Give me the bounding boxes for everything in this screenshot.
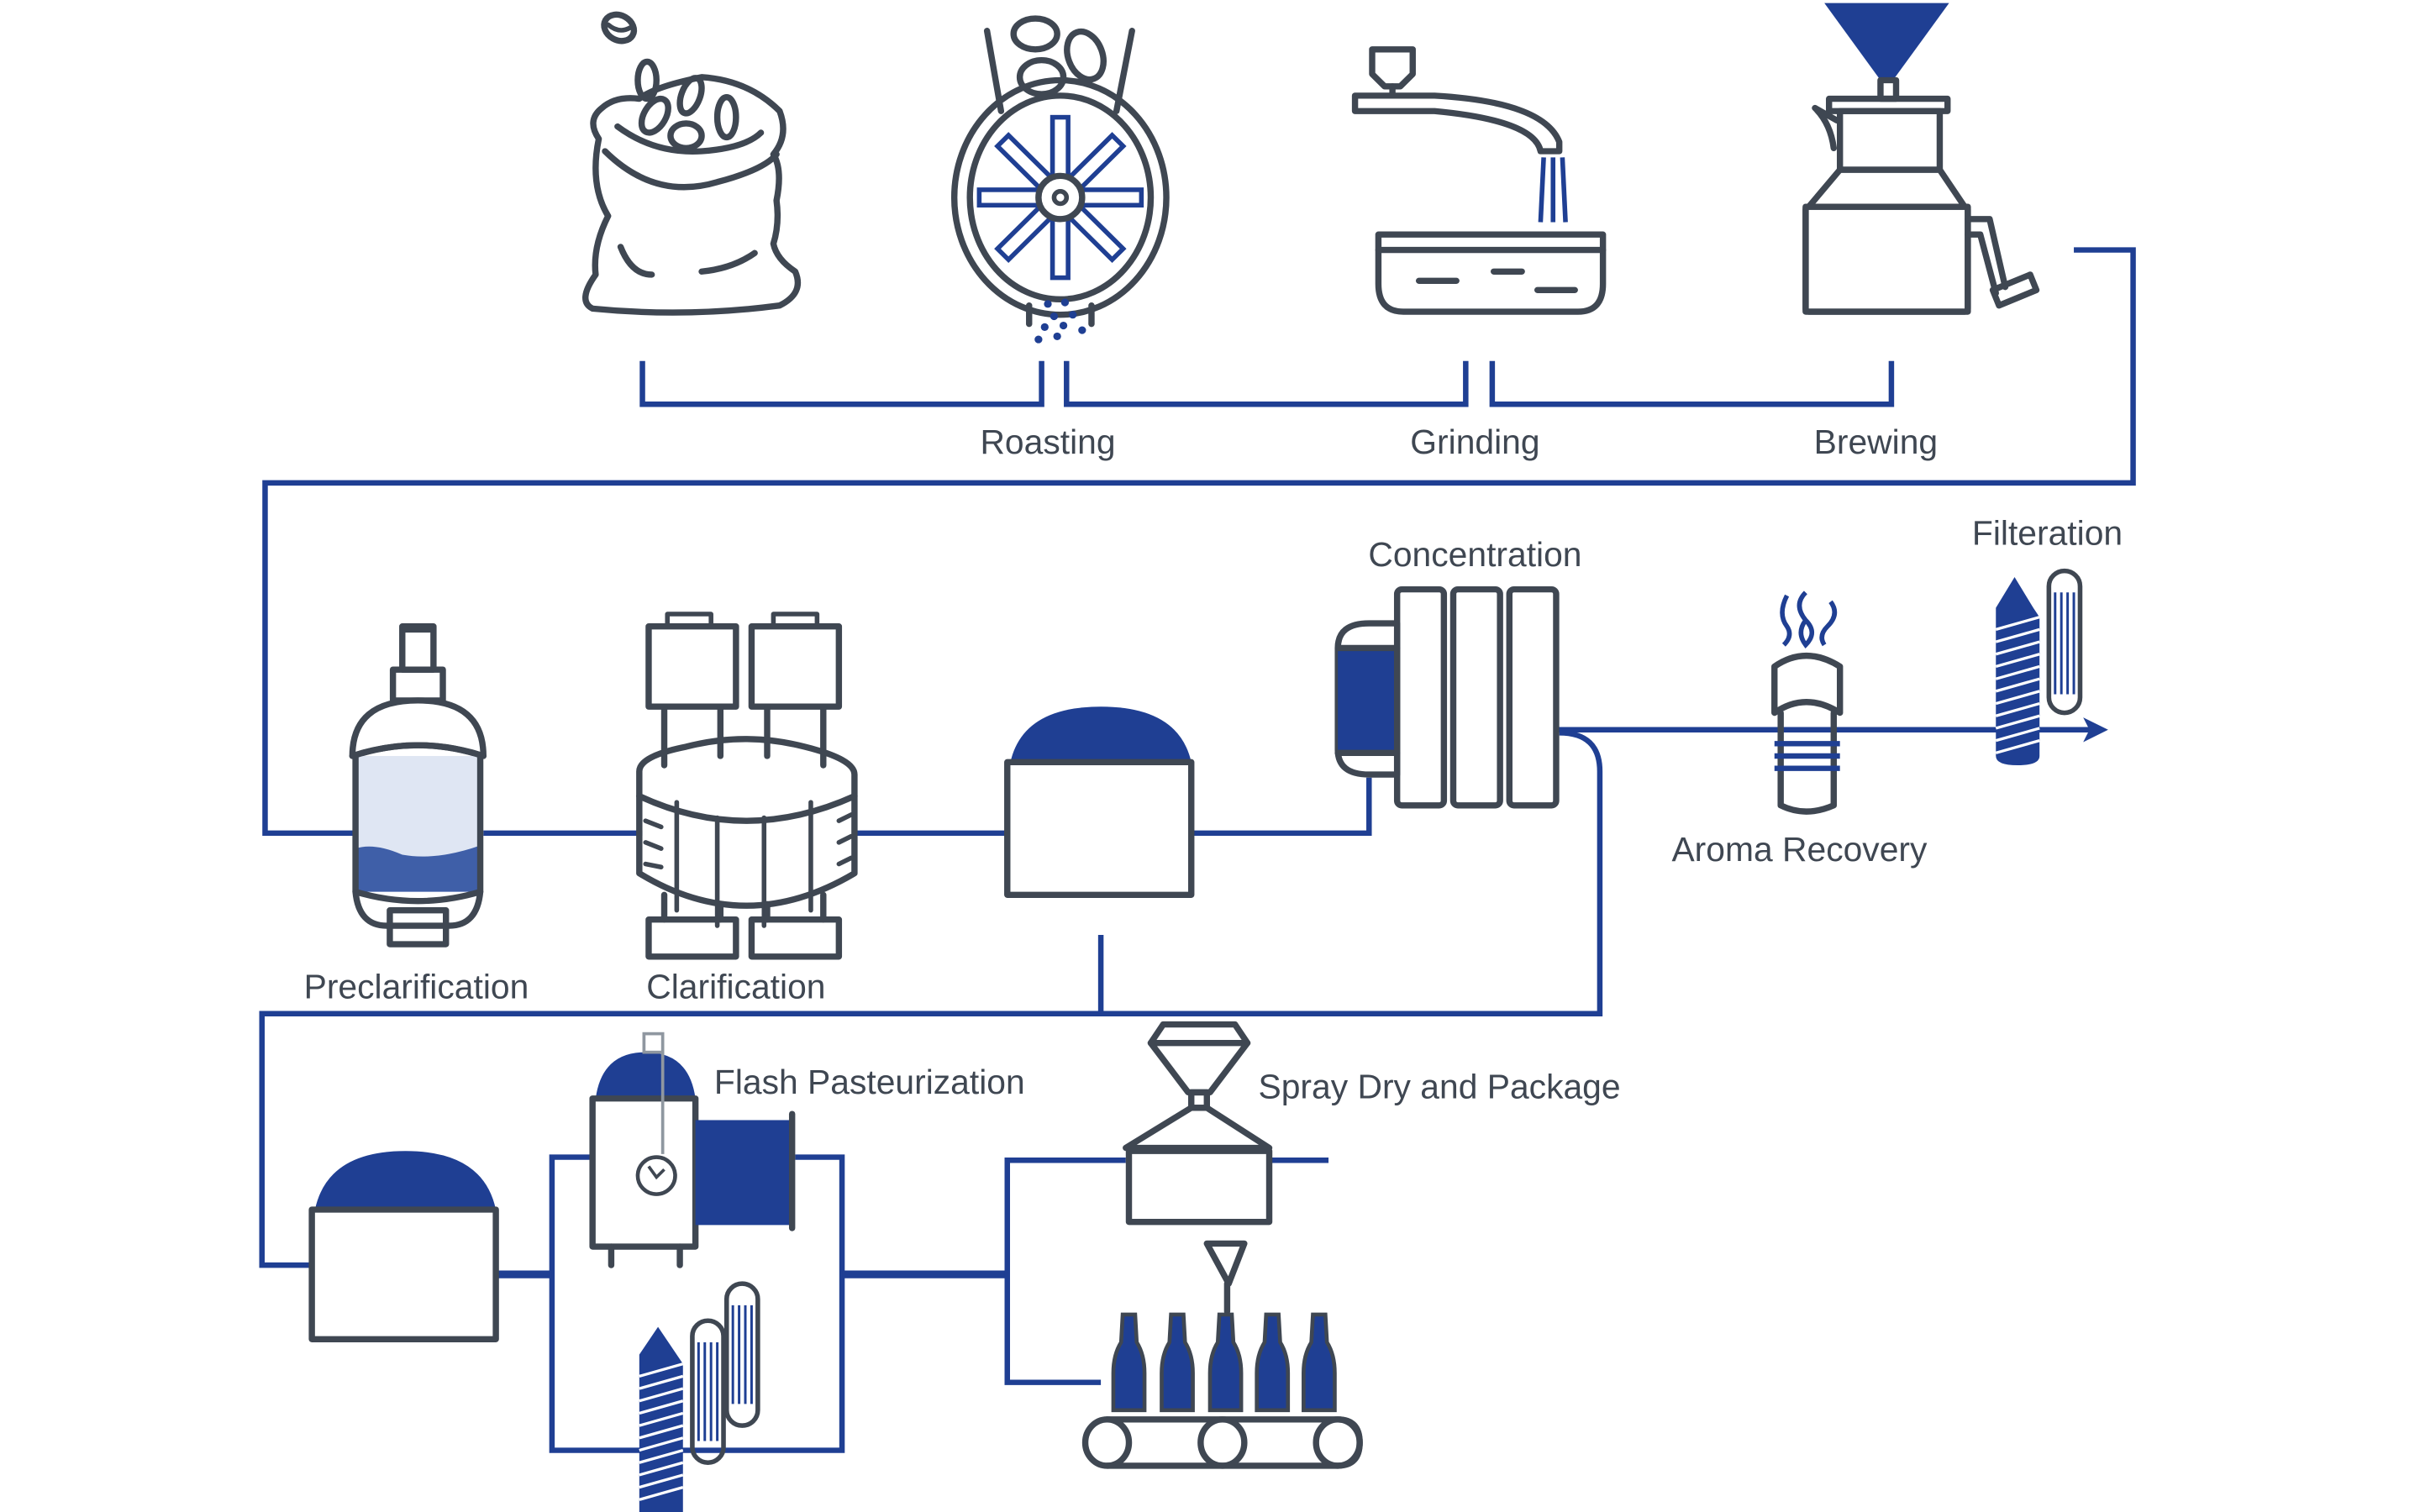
pipe-past-loop: [549, 1154, 845, 1453]
evaporator-icon: [1334, 585, 1560, 809]
pipe-spray-loop: [1004, 1158, 1126, 1385]
clarifier-centrifuge-icon: [636, 612, 858, 960]
roaster-drum-icon: [950, 15, 1170, 344]
label-filteration: Filteration: [1972, 514, 2123, 553]
bottling-conveyor-icon: [1081, 1240, 1363, 1469]
spray-dryer-icon: [1123, 1021, 1273, 1226]
pipe-brewer-to-preclarifier: [262, 247, 2136, 837]
brewer-icon: [1802, 3, 2040, 315]
label-aroma-recovery: Aroma Recovery: [1671, 830, 1928, 869]
pipe-roaster-to-grinder: [1064, 360, 1469, 407]
pipes: [259, 247, 2136, 1453]
label-roasting: Roasting: [980, 423, 1115, 461]
label-brewing: Brewing: [1814, 423, 1938, 461]
label-grinding: Grinding: [1410, 423, 1539, 461]
filter-icon: [1995, 568, 2083, 766]
preclarifier-tank-icon: [349, 623, 487, 948]
flow-arrow-icon: [2083, 717, 2108, 743]
holding-tank-icon: [1004, 706, 1195, 898]
label-flash-pasteurization: Flash Pasteurization: [714, 1063, 1025, 1101]
pipe-grinder-to-brewer: [1489, 360, 1895, 407]
label-spray-dry-package: Spray Dry and Package: [1259, 1068, 1621, 1106]
label-clarification: Clarification: [646, 968, 825, 1006]
filter-2-icon: [639, 1281, 760, 1512]
label-preclarification: Preclarification: [304, 968, 529, 1006]
aroma-column-icon: [1771, 591, 1844, 815]
pipe-evap-down: [259, 730, 1603, 1268]
grinder-icon: [1351, 46, 1607, 315]
pipe-tank-to-evaporator: [1191, 777, 1372, 837]
pasteurizer-icon: [589, 1032, 796, 1268]
label-concentration: Concentration: [1368, 535, 1581, 574]
pipe-bag-to-roaster: [639, 360, 1044, 407]
coffee-bag-icon: [582, 11, 802, 316]
holding-tank-2-icon: [308, 1151, 499, 1342]
